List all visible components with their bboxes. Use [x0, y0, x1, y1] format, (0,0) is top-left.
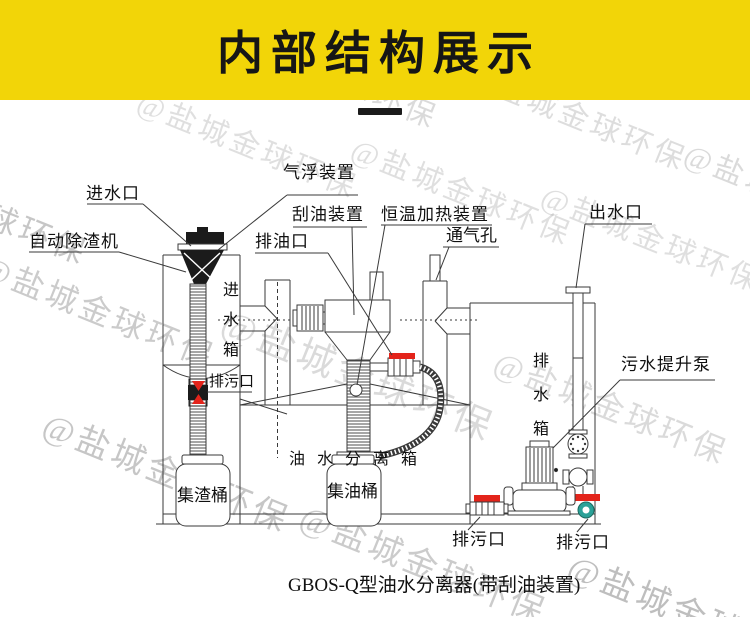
label-water-outlet: 出水口	[589, 203, 643, 222]
label-slag-barrel: 集渣桶	[177, 486, 228, 505]
label-heater: 恒温加热装置	[381, 205, 489, 224]
diagram-caption: GBOS-Q型油水分离器(带刮油装置)	[288, 575, 581, 596]
callout-leaders	[29, 194, 715, 533]
lift-pump	[503, 440, 576, 516]
label-flotation: 气浮装置	[283, 163, 355, 182]
label-oil-barrel: 集油桶	[327, 482, 378, 501]
deslagger-assembly	[177, 227, 228, 456]
drain-pump	[465, 495, 509, 516]
title-banner: 内部结构展示	[0, 0, 750, 100]
page-title: 内部结构展示	[217, 27, 541, 79]
label-drain-3: 排污口	[556, 533, 610, 552]
oil-outlet-valve	[369, 353, 421, 377]
corrugated-hose	[379, 363, 445, 460]
label-separation-tank: 油水分离箱	[289, 451, 430, 468]
label-inlet-tank: 进水箱	[220, 281, 237, 371]
machine-structure	[156, 254, 601, 525]
auger-screw	[189, 283, 207, 456]
label-drain-2: 排污口	[452, 530, 506, 549]
label-drain-tank: 排水箱	[530, 352, 547, 454]
heater-element	[349, 383, 363, 397]
label-lift-pump: 污水提升泵	[621, 355, 711, 374]
title-dash-divider	[358, 108, 402, 115]
outlet-pipe	[562, 286, 600, 519]
label-drain-1: 排污口	[209, 374, 255, 390]
slag-barrel	[175, 454, 231, 527]
oil-barrel	[326, 454, 382, 527]
label-scraper: 刮油装置	[292, 205, 364, 224]
auger-drain-valve	[188, 378, 208, 407]
label-inlet: 进水口	[86, 184, 140, 203]
label-vent: 通气孔	[446, 226, 497, 245]
scraper-box	[292, 271, 391, 361]
label-oil-outlet: 排油口	[255, 232, 309, 251]
label-deslagger: 自动除渣机	[29, 232, 119, 251]
